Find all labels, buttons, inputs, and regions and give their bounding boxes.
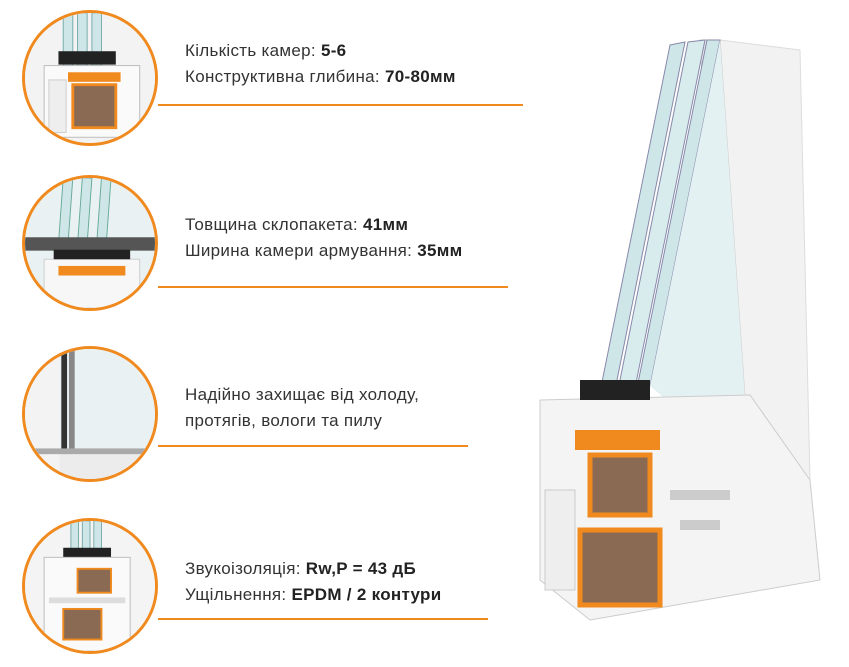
divider-line bbox=[158, 445, 468, 447]
glass-unit-photo bbox=[22, 175, 158, 311]
divider-line bbox=[158, 286, 508, 288]
feature-value: EPDM / 2 контури bbox=[291, 585, 442, 604]
feature-row-chambers: Кількість камер: 5-6 Конструктивна глиби… bbox=[0, 0, 523, 150]
feature-label: Конструктивна глибина: bbox=[185, 67, 380, 86]
window-profile-image bbox=[520, 20, 840, 660]
feature-value: 41мм bbox=[362, 215, 409, 234]
feature-value: Rw,P = 43 дБ bbox=[305, 559, 417, 578]
window-corner-photo bbox=[22, 346, 158, 482]
feature-label: Товщина склопакета: bbox=[185, 215, 358, 234]
profile-section-photo bbox=[22, 10, 158, 146]
feature-label: Ширина камери армування: bbox=[185, 241, 413, 260]
feature-row-sound: Звукоізоляція: Rw,P = 43 дБ Ущільнення: … bbox=[0, 508, 520, 658]
feature-label: Кількість камер: bbox=[185, 41, 316, 60]
window-profile-illustration bbox=[539, 39, 821, 621]
feature-label: протягів, вологи та пилу bbox=[185, 411, 383, 430]
full-profile-illustration bbox=[25, 521, 155, 651]
feature-row-glass: Товщина склопакета: 41мм Ширина камери а… bbox=[0, 165, 520, 315]
feature-text: Товщина склопакета: 41мм Ширина камери а… bbox=[185, 212, 462, 264]
divider-line bbox=[158, 618, 488, 620]
feature-text: Звукоізоляція: Rw,P = 43 дБ Ущільнення: … bbox=[185, 556, 441, 608]
feature-value: 35мм bbox=[417, 241, 463, 260]
divider-line bbox=[158, 104, 523, 106]
feature-value: 70-80мм bbox=[384, 67, 456, 86]
window-corner-illustration bbox=[25, 349, 155, 479]
feature-text: Кількість камер: 5-6 Конструктивна глиби… bbox=[185, 38, 456, 90]
profile-section-illustration bbox=[25, 13, 155, 143]
feature-text: Надійно захищає від холоду, протягів, во… bbox=[185, 382, 419, 434]
full-profile-photo bbox=[22, 518, 158, 654]
feature-label: Надійно захищає від холоду, bbox=[185, 385, 420, 404]
feature-label: Звукоізоляція: bbox=[185, 559, 301, 578]
feature-label: Ущільнення: bbox=[185, 585, 287, 604]
feature-value: 5-6 bbox=[320, 41, 347, 60]
feature-row-protection: Надійно захищає від холоду, протягів, во… bbox=[0, 336, 520, 486]
glass-unit-illustration bbox=[25, 178, 155, 308]
